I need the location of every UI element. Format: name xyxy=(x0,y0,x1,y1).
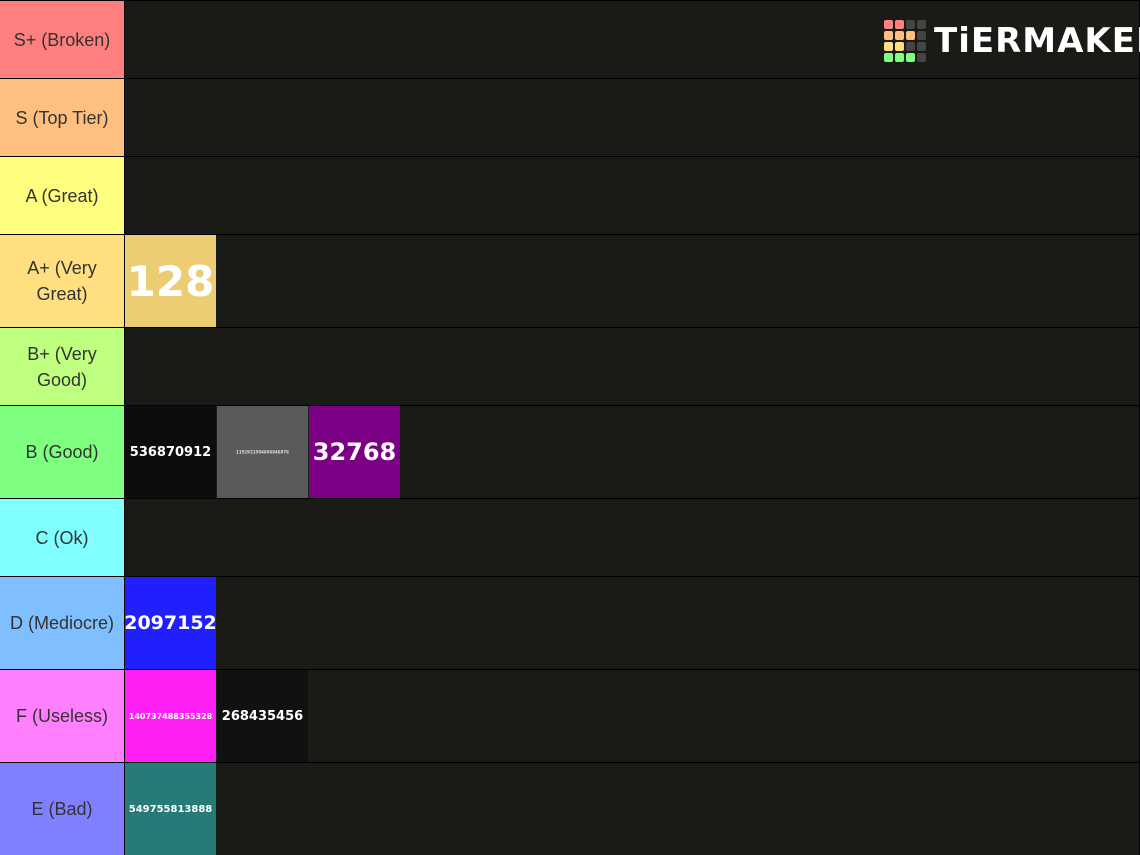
tier-label[interactable]: B (Good) xyxy=(0,406,124,498)
tier-items-area[interactable] xyxy=(125,328,1139,405)
tier-items-area[interactable] xyxy=(125,79,1139,156)
tile-text: 128 xyxy=(126,256,215,306)
tier-items-area[interactable]: 2097152 xyxy=(125,577,1139,669)
tier-row: A+ (Very Great)128 xyxy=(0,235,1140,327)
tier-label[interactable]: S (Top Tier) xyxy=(0,79,124,156)
tier-items-area[interactable]: 549755813888 xyxy=(125,763,1139,855)
tier-items-area[interactable]: 128 xyxy=(125,235,1139,327)
tier-row: C (Ok) xyxy=(0,499,1140,576)
tier-row: S (Top Tier) xyxy=(0,79,1140,156)
tier-label[interactable]: D (Mediocre) xyxy=(0,577,124,669)
tier-item-tile[interactable]: 1152921504606846976 xyxy=(217,406,308,498)
tier-row: B (Good) 536870912 1152921504606846976 3276… xyxy=(0,406,1140,498)
tier-row: S+ (Broken) xyxy=(0,1,1140,78)
tier-label[interactable]: A (Great) xyxy=(0,157,124,234)
tier-row: D (Mediocre)2097152 xyxy=(0,577,1140,669)
tile-text: 140737488355328 xyxy=(128,711,213,721)
tier-items-area[interactable]: 536870912 1152921504606846976 32768 xyxy=(125,406,1139,498)
tier-label[interactable]: E (Bad) xyxy=(0,763,124,855)
tier-items-area[interactable]: 140737488355328 268435456 xyxy=(125,670,1139,762)
tier-label[interactable]: B+ (Very Good) xyxy=(0,328,124,405)
tier-label[interactable]: F (Useless) xyxy=(0,670,124,762)
tier-item-tile[interactable]: 32768 xyxy=(309,406,400,498)
tier-label[interactable]: C (Ok) xyxy=(0,499,124,576)
tier-row: F (Useless) 140737488355328 268435456 xyxy=(0,670,1140,762)
tier-label[interactable]: A+ (Very Great) xyxy=(0,235,124,327)
tile-text: 536870912 xyxy=(129,444,212,460)
tier-items-area[interactable] xyxy=(125,157,1139,234)
tile-text: 268435456 xyxy=(221,708,304,724)
tiermaker-logo: TiERMAKER xyxy=(884,20,1140,62)
tier-item-tile[interactable]: 128 xyxy=(125,235,216,327)
tier-row: E (Bad) 549755813888 xyxy=(0,763,1140,855)
tier-item-tile[interactable]: 549755813888 xyxy=(125,763,216,855)
tier-item-tile[interactable]: 268435456 xyxy=(217,670,308,762)
tier-items-area[interactable] xyxy=(125,499,1139,576)
logo-grid-icon xyxy=(884,20,926,62)
tile-text: 32768 xyxy=(312,438,397,466)
logo-text: TiERMAKER xyxy=(934,21,1140,61)
tile-text: 2097152 xyxy=(125,612,216,634)
tier-label[interactable]: S+ (Broken) xyxy=(0,1,124,78)
tier-items-area[interactable] xyxy=(125,1,1139,78)
tier-item-tile[interactable]: 2097152 xyxy=(125,577,216,669)
tier-item-tile[interactable]: 140737488355328 xyxy=(125,670,216,762)
tile-text: 1152921504606846976 xyxy=(236,449,289,455)
tile-text: 549755813888 xyxy=(128,803,213,815)
tier-row: A (Great) xyxy=(0,157,1140,234)
tier-row: B+ (Very Good) xyxy=(0,328,1140,405)
tier-item-tile[interactable]: 536870912 xyxy=(125,406,216,498)
